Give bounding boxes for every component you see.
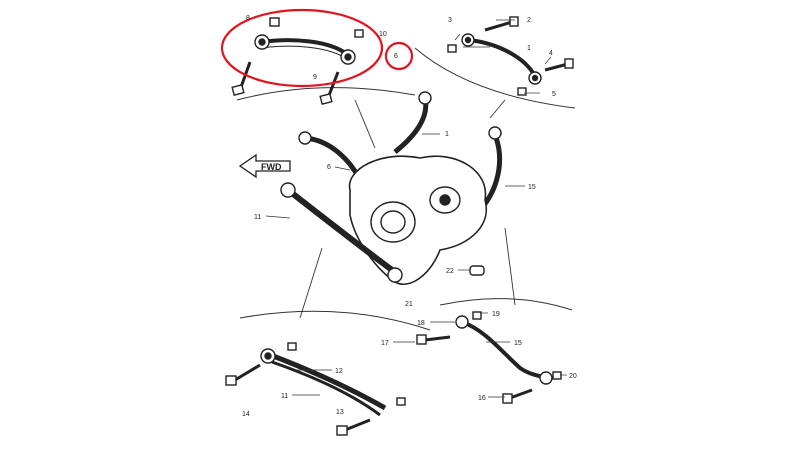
callout-8: 8 (246, 15, 250, 22)
callout-5: 5 (552, 91, 556, 98)
highlight-circle (384, 41, 414, 71)
callout-6-center: 6 (327, 164, 331, 171)
arc-top-right (414, 47, 576, 109)
nut-icon (269, 17, 280, 27)
nut-icon (396, 397, 406, 406)
nut-icon (517, 87, 527, 96)
bolt-icon (225, 375, 237, 386)
callout-2: 2 (527, 17, 531, 24)
nut-icon (287, 342, 297, 351)
nut-icon (447, 44, 457, 53)
callout-12: 12 (335, 368, 343, 375)
callout-1-center: 1 (445, 131, 449, 138)
lower-arm-detail (225, 342, 406, 436)
bolt-icon (502, 393, 513, 404)
detail-view-arcs (236, 47, 576, 331)
bolt-icon (231, 83, 245, 97)
callout-13: 13 (336, 409, 344, 416)
callout-18: 18 (417, 320, 425, 327)
bolt-icon (564, 58, 574, 69)
callout-17: 17 (381, 340, 389, 347)
callout-22: 22 (446, 268, 454, 275)
callout-6-top: 6 (394, 53, 398, 60)
callout-4: 4 (549, 50, 553, 57)
callout-10: 10 (379, 31, 387, 38)
callout-numbers: 8 10 6 9 3 2 1 4 5 1 6 11 15 22 21 18 19… (242, 15, 577, 418)
callout-1-top: 1 (527, 45, 531, 52)
bolt-icon (416, 334, 427, 345)
callout-11-bottom: 11 (281, 393, 288, 400)
camber-arm-detail (447, 16, 574, 96)
toe-link-detail (416, 311, 562, 404)
callout-9: 9 (313, 74, 317, 81)
nut-icon (472, 311, 482, 320)
bolt-icon (509, 16, 519, 27)
callout-3: 3 (448, 17, 452, 24)
callout-leaders (265, 19, 567, 398)
arc-bottom-right (439, 298, 573, 311)
callout-16: 16 (478, 395, 486, 402)
leader-lines (299, 99, 516, 319)
arc-bottom-left (239, 310, 431, 331)
upper-arm-detail (231, 17, 364, 106)
callout-19: 19 (492, 311, 500, 318)
fwd-arrow-icon (238, 153, 291, 179)
bolt-icon (319, 92, 333, 106)
callout-20: 20 (569, 373, 577, 380)
fwd-arrow (238, 153, 291, 179)
bolt-icon (336, 425, 348, 436)
knuckle-assembly (280, 91, 503, 285)
nut-icon (552, 371, 562, 380)
nut-icon (354, 29, 364, 38)
callout-14: 14 (242, 411, 250, 418)
highlight-ellipse (220, 8, 384, 88)
highlight-marks (220, 8, 414, 88)
callout-15-bottom: 15 (514, 340, 522, 347)
fwd-label: FWD (261, 162, 282, 172)
callout-15-center: 15 (528, 184, 536, 191)
arc-top-left (236, 87, 416, 101)
callout-11-center: 11 (254, 214, 261, 221)
callout-21: 21 (405, 301, 413, 308)
